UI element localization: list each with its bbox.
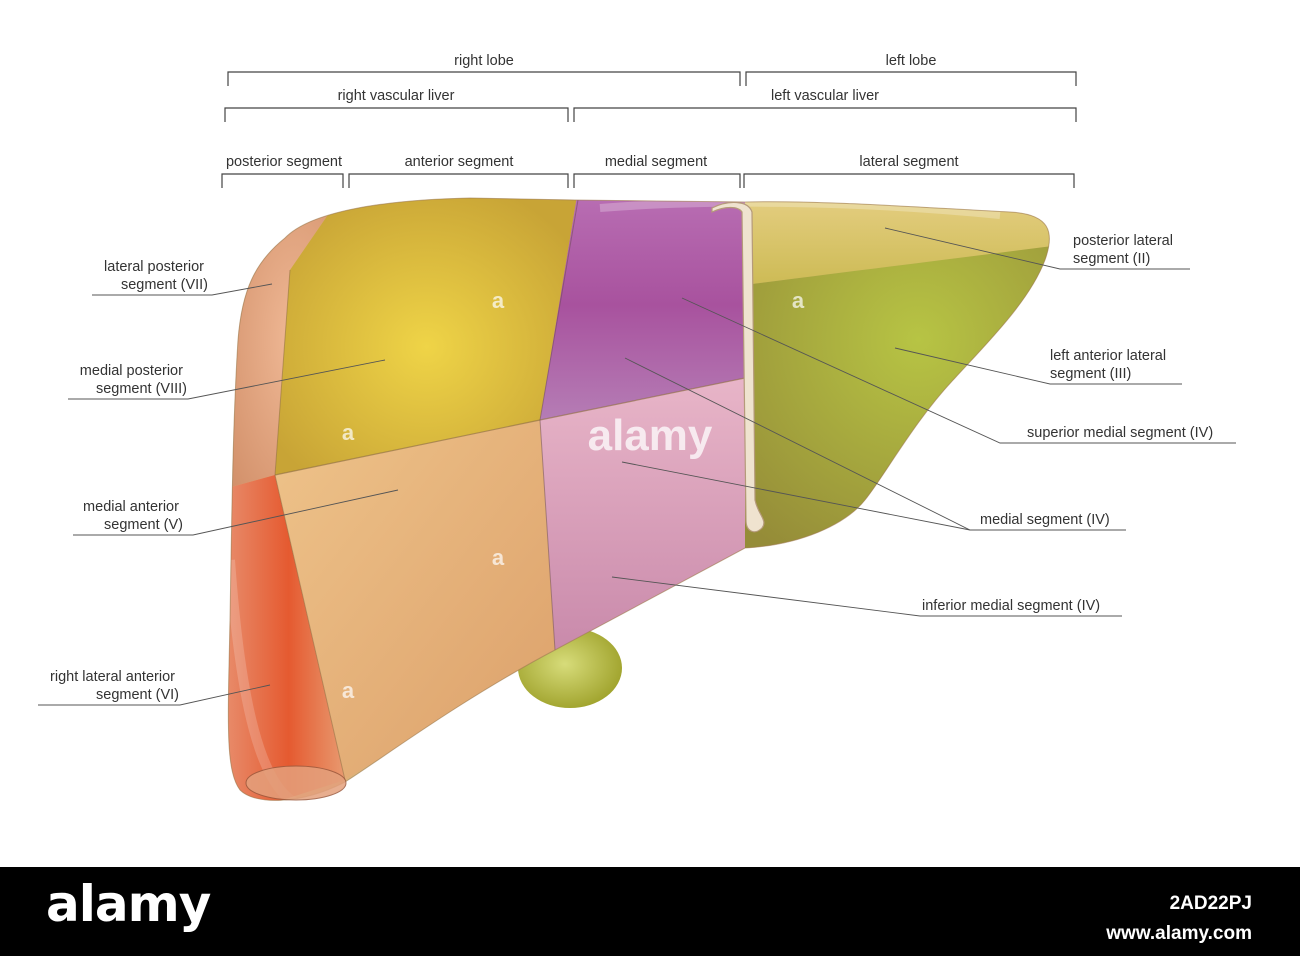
leader-lines [38,227,1236,706]
label-medial-segment: medial segment [605,154,707,170]
liver [228,198,1050,801]
watermark-mark: a [342,420,355,445]
label-medial-anterior-segment: medial anterior segment (V) [83,499,183,533]
watermark-mark: a [792,288,805,313]
label-left-lobe: left lobe [886,53,937,69]
alamy-logo: alamy [46,875,211,933]
watermark-mark: a [492,545,505,570]
segment-II [745,198,1050,285]
label-inferior-medial-segment: inferior medial segment (IV) [922,598,1100,614]
label-right-lateral-anterior-segment: right lateral anterior segment (VI) [50,669,179,703]
label-lateral-segment: lateral segment [859,154,958,170]
label-left-vascular-liver: left vascular liver [771,88,879,104]
watermark-mark: a [492,288,505,313]
image-id: 2AD22PJ [1169,893,1252,914]
label-posterior-segment: posterior segment [226,154,342,170]
label-right-lobe: right lobe [454,53,514,69]
bracket-lines [221,71,1077,188]
site-url: www.alamy.com [1106,923,1252,944]
footer-bar: alamy 2AD22PJ www.alamy.com [0,867,1300,956]
watermark-mark: a [342,678,355,703]
image-id-block: 2AD22PJ www.alamy.com [1106,889,1252,949]
segment-VI [228,475,345,801]
label-superior-medial-segment: superior medial segment (IV) [1027,425,1213,441]
liver-segments-diagram: alamy a a a a a right lobe left lobe rig… [38,53,1236,801]
label-anterior-segment: anterior segment [405,154,514,170]
label-medial-posterior-segment: medial posterior segment (VIII) [80,363,187,397]
falciform-ligament [711,201,765,533]
watermark-center: alamy [588,411,713,460]
label-right-vascular-liver: right vascular liver [338,88,455,104]
label-lateral-posterior-segment: lateral posterior segment (VII) [104,259,208,293]
segment-IV-superior [540,198,745,420]
label-posterior-lateral-segment: posterior lateral segment (II) [1073,233,1177,267]
label-left-anterior-lateral-segment: left anterior lateral segment (III) [1050,348,1170,382]
label-medial-segment-iv: medial segment (IV) [980,512,1110,528]
segment-VIII [275,198,578,475]
